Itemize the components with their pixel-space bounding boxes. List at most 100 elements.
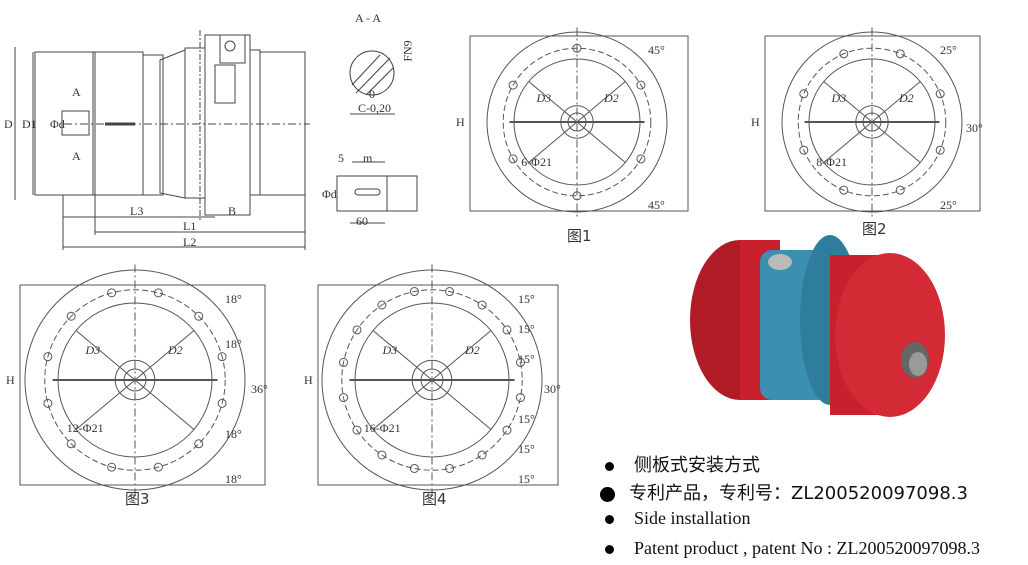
bolt-hole <box>935 89 945 99</box>
bolt-hole <box>352 425 362 435</box>
bolt-hole <box>935 145 945 155</box>
bolt-hole <box>339 393 349 403</box>
dim-D1: D1 <box>22 117 37 131</box>
bolt-hole <box>194 311 204 321</box>
dim-B: B <box>228 204 237 218</box>
angle-label: 18° <box>225 472 242 486</box>
bolt-hole <box>409 287 419 297</box>
bolt-hole <box>445 287 455 297</box>
angle-label: 15° <box>518 322 535 336</box>
bolt-hole <box>66 439 76 449</box>
bolt-hole <box>107 288 117 298</box>
angle-label: 36° <box>251 382 268 396</box>
dim-L2: L2 <box>183 235 197 249</box>
dim-H: H <box>751 115 760 129</box>
dim-D3: D3 <box>536 91 552 106</box>
bolt-hole <box>107 462 117 472</box>
bolt-hole <box>153 462 163 472</box>
bolt-hole <box>515 393 525 403</box>
bolt-hole <box>445 463 455 473</box>
angle-label: 15° <box>518 292 535 306</box>
bolt-hole <box>217 398 227 408</box>
bolt-hole <box>477 450 487 460</box>
bolt-hole <box>194 439 204 449</box>
bolt-hole-count: 12-Φ21 <box>66 420 104 435</box>
angle-label: 15° <box>518 472 535 486</box>
bolt-hole <box>636 80 646 90</box>
shaft-dim-60: 60 <box>356 214 368 228</box>
shaft-dim-phid: Φd <box>322 187 337 201</box>
section-mark-a-top: A <box>72 85 81 99</box>
flange-figure-4 <box>317 264 559 496</box>
tolerance-upper: 0 <box>369 87 375 101</box>
shaft-dim-m: m <box>363 151 373 165</box>
angle-label: 25° <box>940 43 957 57</box>
dim-phid: Φd <box>50 117 65 131</box>
flange-figure-1 <box>469 27 689 217</box>
angle-label: 25° <box>940 198 957 212</box>
bullet-side-installation-en: Side installation <box>605 508 751 529</box>
bolt-hole <box>352 325 362 335</box>
bolt-hole-count: 16-Φ21 <box>363 420 401 435</box>
figure-caption: 图3 <box>125 490 150 508</box>
bolt-hole <box>153 288 163 298</box>
bolt-hole <box>839 185 849 195</box>
bolt-hole <box>799 89 809 99</box>
figure-caption: 图4 <box>422 490 447 508</box>
angle-label: 30° <box>966 120 983 135</box>
flange-figure-3 <box>19 264 266 496</box>
bolt-hole <box>217 352 227 362</box>
bolt-hole <box>895 185 905 195</box>
figure-caption: 图2 <box>862 220 887 238</box>
keyway-c-tolerance: C-0,20 <box>358 101 391 115</box>
dim-H: H <box>456 115 465 129</box>
dim-D3: D3 <box>85 342 101 357</box>
dim-D: D <box>4 117 13 131</box>
bolt-hole <box>839 49 849 59</box>
shaft-dim-5: 5 <box>338 151 344 165</box>
dim-H: H <box>6 373 15 387</box>
bolt-hole <box>66 311 76 321</box>
bolt-hole-count: 6-Φ21 <box>521 155 552 170</box>
bolt-hole <box>895 49 905 59</box>
bolt-hole <box>508 80 518 90</box>
bullet-text: Side installation <box>634 508 751 528</box>
bolt-hole <box>43 352 53 362</box>
dim-D2: D2 <box>168 342 183 357</box>
bolt-hole <box>339 357 349 367</box>
bolt-hole <box>799 145 809 155</box>
bolt-hole-count: 8-Φ21 <box>816 155 847 170</box>
bolt-hole <box>636 154 646 164</box>
bolt-hole <box>508 154 518 164</box>
dim-D2: D2 <box>899 91 914 106</box>
bolt-hole <box>43 398 53 408</box>
bullet-text: Patent product , patent No : ZL200520097… <box>634 538 980 558</box>
angle-label: 18° <box>225 292 242 306</box>
section-mark-a-bottom: A <box>72 149 81 163</box>
flange-figure-2 <box>764 27 981 217</box>
bolt-hole <box>377 300 387 310</box>
angle-label: 18° <box>225 427 242 441</box>
dim-L1: L1 <box>183 219 197 233</box>
product-photo <box>690 235 945 417</box>
dim-D2: D2 <box>465 342 480 357</box>
bolt-hole <box>502 425 512 435</box>
bullet-text: 专利产品，专利号：ZL200520097098.3 <box>629 483 968 504</box>
bolt-hole <box>572 191 582 201</box>
dim-D3: D3 <box>831 91 847 106</box>
bolt-hole <box>502 325 512 335</box>
bolt-hole <box>572 43 582 53</box>
bolt-hole <box>377 450 387 460</box>
side-view-drawing <box>14 30 418 250</box>
bullet-icon <box>605 461 614 471</box>
angle-label: 45° <box>648 198 665 212</box>
bullet-icon <box>605 545 614 555</box>
angle-label: 30° <box>544 382 561 396</box>
bullet-patent-en: Patent product , patent No : ZL200520097… <box>605 538 980 559</box>
bullet-patent-cn: 专利产品，专利号：ZL200520097098.3 <box>600 479 968 505</box>
angle-label: 15° <box>518 352 535 366</box>
angle-label: 18° <box>225 337 242 351</box>
keyway-fn9: FN9 <box>400 40 415 62</box>
bolt-hole <box>477 300 487 310</box>
bolt-hole <box>409 463 419 473</box>
